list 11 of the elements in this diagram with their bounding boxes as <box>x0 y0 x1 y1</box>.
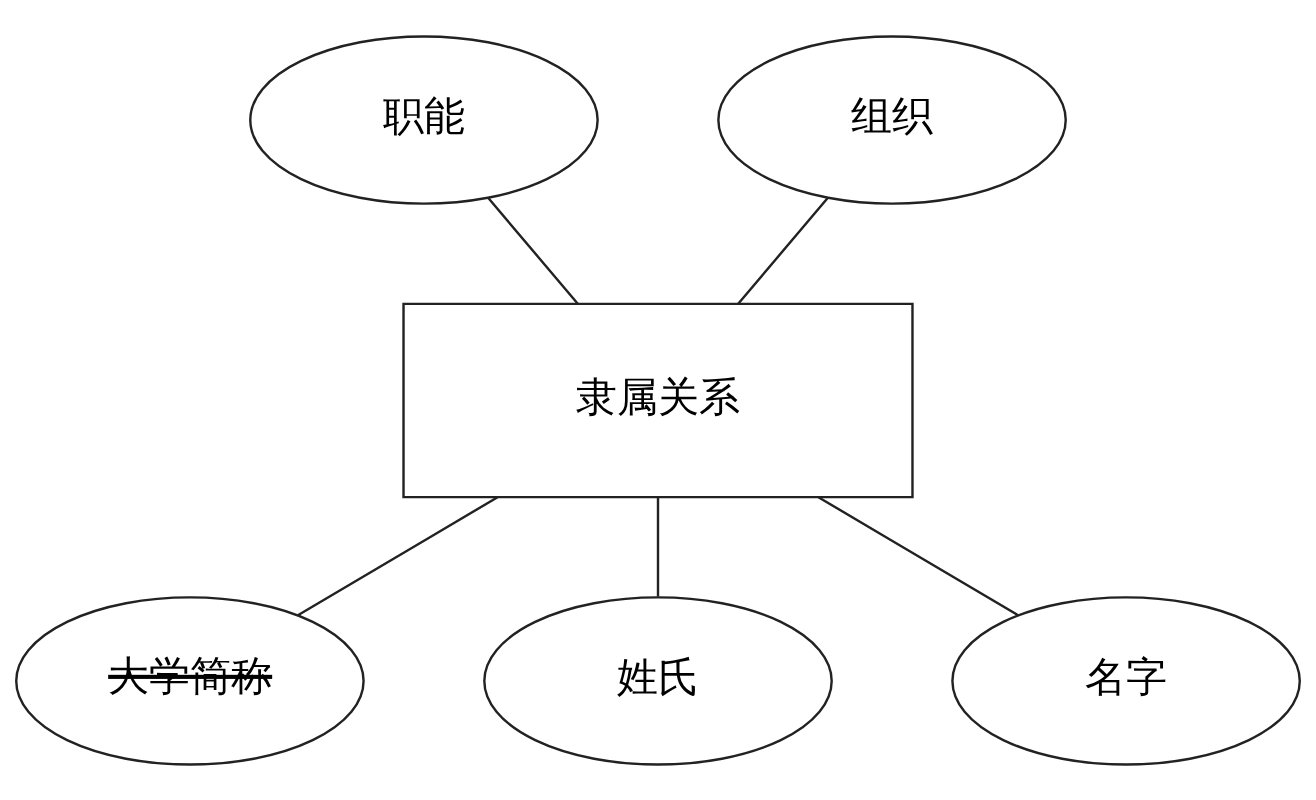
node-box: 隶属关系 <box>402 302 914 498</box>
connector <box>297 495 499 616</box>
node-ellipse: 名字 <box>951 595 1301 766</box>
node-ellipse: 组织 <box>717 34 1067 205</box>
node-ellipse: 职能 <box>249 34 599 205</box>
connector <box>656 497 660 597</box>
node-ellipse: 姓氏 <box>483 595 833 766</box>
node-ellipse: 大学简称 <box>15 595 365 766</box>
connector <box>487 196 579 305</box>
connector <box>737 196 829 305</box>
connector <box>817 495 1019 616</box>
